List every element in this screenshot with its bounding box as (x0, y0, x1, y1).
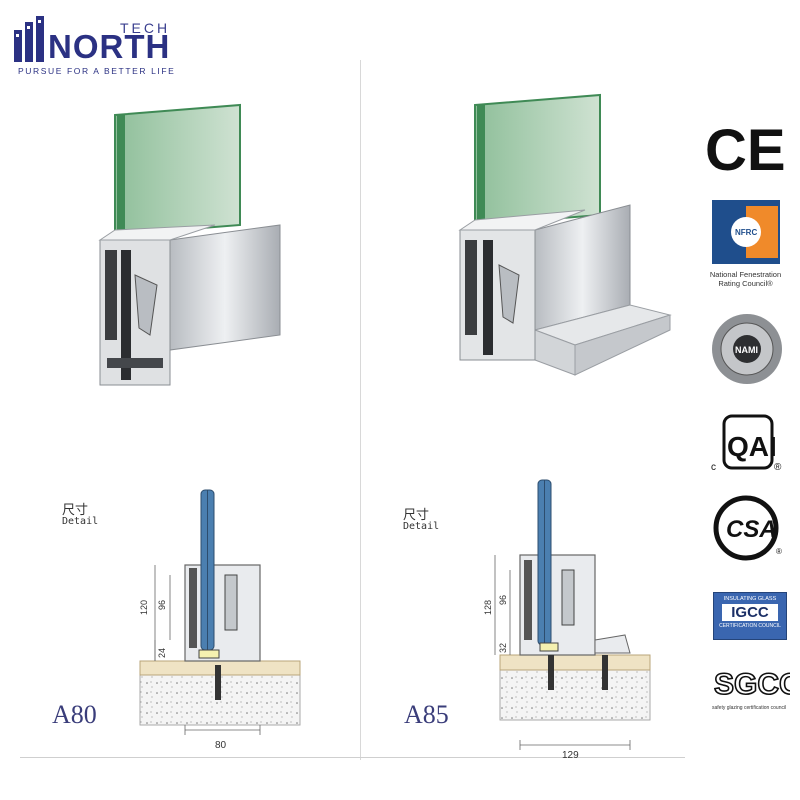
panel-divider (360, 60, 361, 760)
brand-tagline: PURSUE FOR A BETTER LIFE (18, 66, 176, 76)
detail-label-cn-a85: 尺寸 (403, 508, 430, 523)
nfrc-line2: Rating Council® (718, 279, 773, 288)
igcc-top-text: INSULATING GLASS (723, 596, 777, 602)
cert-nfrc: NFRC National Fenestration Rating Counci… (708, 200, 783, 288)
dim-total-height-a80: 120 (139, 600, 149, 615)
dim-inner-height-a80: 96 (157, 600, 167, 610)
brand-name: NORTH (48, 28, 171, 65)
product-render-a85 (458, 93, 672, 376)
dim-base-height-a85: 32 (498, 643, 508, 653)
svg-text:®: ® (774, 462, 782, 473)
bottom-rule (20, 757, 685, 758)
dim-inner-height-a85: 96 (498, 595, 508, 605)
dim-width-a85: 129 (562, 750, 579, 760)
qai-logo-icon: QAI c ® (711, 414, 782, 473)
nami-seal-icon: NAMI (712, 314, 782, 384)
igcc-name: IGCC (722, 604, 778, 621)
svg-text:CSA: CSA (726, 516, 777, 543)
brand-tech: TECH (120, 20, 171, 36)
nfrc-line1: National Fenestration (709, 270, 782, 279)
svg-text:®: ® (776, 547, 782, 556)
svg-text:NFRC: NFRC (735, 228, 757, 237)
cert-qai: QAI c ® (708, 412, 788, 479)
svg-text:QAI: QAI (727, 431, 777, 462)
detail-label-en-a85: Detail (403, 521, 440, 532)
sgcc-logo-icon: SGCC (713, 667, 800, 702)
igcc-logo-icon: INSULATING GLASS IGCC CERTIFICATION COUN… (713, 592, 787, 640)
svg-text:CE: CE (705, 118, 785, 178)
csa-logo-icon: CSA ® (713, 495, 782, 561)
nfrc-logo-icon: NFRC (712, 200, 780, 264)
dim-base-height-a80: 24 (157, 648, 167, 658)
cert-sgcc: SGCC safety glazing certification counci… (712, 660, 800, 711)
svg-text:c: c (711, 462, 716, 473)
product-render-a80 (98, 103, 281, 386)
model-label-a85: A85 (404, 700, 449, 729)
section-drawing-a80: 120 96 24 80 (139, 489, 301, 751)
igcc-bottom-text: CERTIFICATION COUNCIL (719, 623, 781, 629)
section-drawing-a85: 128 96 32 129 (483, 479, 651, 760)
dim-width-a80: 80 (215, 740, 227, 751)
dim-total-height-a85: 128 (483, 600, 493, 615)
sgcc-caption: safety glazing certification council (712, 705, 787, 711)
detail-label-cn-a80: 尺寸 (62, 503, 89, 518)
svg-text:NAMI: NAMI (735, 345, 758, 355)
svg-text:SGCC: SGCC (714, 668, 790, 700)
model-label-a80: A80 (52, 700, 97, 729)
ce-mark-icon: CE (705, 118, 785, 178)
building-logo-icon (14, 16, 44, 62)
detail-label-en-a80: Detail (62, 516, 99, 527)
